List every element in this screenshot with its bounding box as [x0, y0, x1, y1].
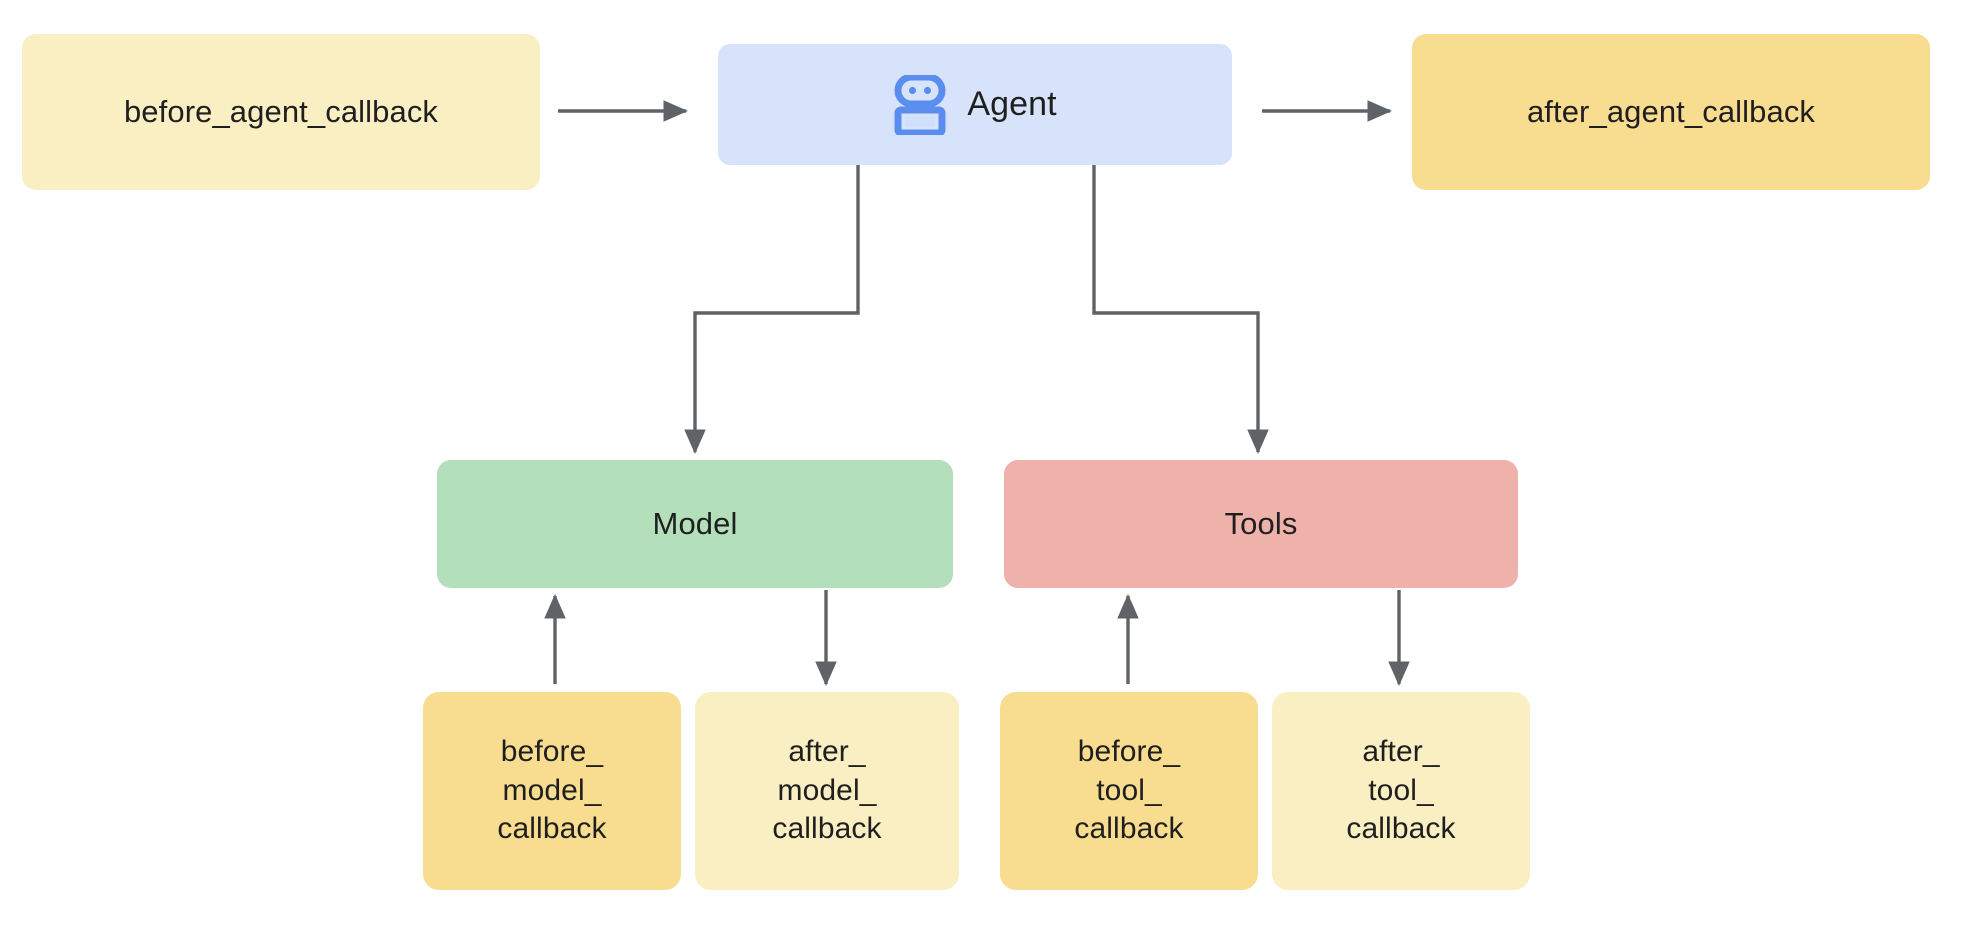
node-after-tool-callback-label: after_ tool_ callback	[1346, 735, 1456, 846]
node-before-agent-callback-label: before_agent_callback	[123, 94, 439, 130]
node-tools-label: Tools	[1224, 506, 1298, 542]
node-tools[interactable]: Tools	[1004, 460, 1518, 588]
node-before-agent-callback[interactable]: before_agent_callback	[22, 34, 540, 190]
node-before-model-callback[interactable]: before_ model_ callback	[423, 692, 681, 890]
node-after-tool-callback[interactable]: after_ tool_ callback	[1272, 692, 1530, 890]
node-agent[interactable]: Agent	[718, 44, 1232, 165]
edge-agent-to-model	[684, 165, 860, 454]
node-before-tool-callback[interactable]: before_ tool_ callback	[1000, 692, 1258, 890]
node-after-model-callback[interactable]: after_ model_ callback	[695, 692, 959, 890]
node-before-tool-callback-label: before_ tool_ callback	[1074, 735, 1184, 846]
robot-icon	[893, 35, 947, 174]
node-agent-label: Agent	[967, 84, 1057, 123]
node-model-label: Model	[652, 506, 738, 542]
edge-agent-to-tools	[1092, 165, 1269, 454]
node-after-model-callback-label: after_ model_ callback	[772, 735, 882, 846]
node-after-agent-callback[interactable]: after_agent_callback	[1412, 34, 1930, 190]
node-model[interactable]: Model	[437, 460, 953, 588]
node-after-agent-callback-label: after_agent_callback	[1526, 94, 1816, 130]
node-before-model-callback-label: before_ model_ callback	[497, 735, 607, 846]
agent-content: Agent	[893, 35, 1057, 174]
